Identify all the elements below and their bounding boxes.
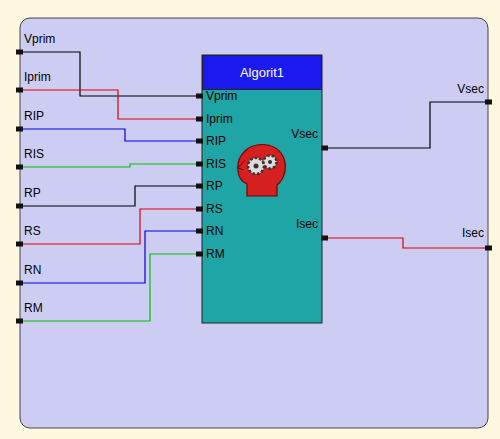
- wire: [20, 209, 202, 244]
- head-nose: [238, 160, 245, 170]
- pin: [321, 236, 328, 241]
- pin-label: RN: [24, 263, 41, 277]
- wire: [20, 129, 202, 141]
- pin: [196, 229, 203, 234]
- pin: [196, 252, 203, 257]
- pin: [16, 204, 23, 209]
- pin: [16, 127, 23, 132]
- gear-hub: [268, 160, 272, 164]
- pin-label: RP: [206, 179, 223, 193]
- pins: [16, 50, 492, 324]
- pin-label: RM: [24, 301, 43, 315]
- pin-label: Vprim: [206, 89, 237, 103]
- wire: [322, 102, 488, 148]
- pin-label: RS: [206, 202, 223, 216]
- brain-icon: [238, 144, 286, 196]
- pin: [16, 165, 23, 170]
- pin-label: Iprim: [24, 70, 51, 84]
- gear: [248, 158, 264, 174]
- wire: [20, 254, 202, 321]
- block-title: Algorit1: [240, 65, 284, 81]
- wire: [20, 90, 202, 119]
- pin: [16, 281, 23, 286]
- pin-label: RIP: [206, 134, 226, 148]
- pin: [321, 146, 328, 151]
- pin-label: RP: [24, 186, 41, 200]
- pin: [196, 162, 203, 167]
- pin-label: RS: [24, 224, 41, 238]
- pin: [196, 184, 203, 189]
- gear-hub: [254, 164, 259, 169]
- wire: [20, 231, 202, 283]
- gear: [264, 156, 277, 169]
- head-profile: [238, 144, 286, 196]
- pin-label: Isec: [296, 217, 318, 231]
- pin-label: Vsec: [291, 127, 318, 141]
- wire: [20, 164, 202, 167]
- block-header: Algorit1: [202, 55, 322, 90]
- pin: [196, 117, 203, 122]
- pin: [16, 88, 23, 93]
- pin-label: RM: [206, 247, 225, 261]
- pin: [196, 207, 203, 212]
- block-body: [202, 55, 322, 323]
- pin-label: Vprim: [24, 32, 55, 46]
- pin-label: Iprim: [206, 112, 233, 126]
- pin: [196, 94, 203, 99]
- pin: [485, 100, 492, 105]
- pin-label: Isec: [462, 226, 484, 240]
- outer-panel: [20, 18, 488, 428]
- pin-label: RIS: [24, 147, 44, 161]
- pin: [196, 139, 203, 144]
- wire: [20, 186, 202, 206]
- pin: [485, 246, 492, 251]
- pin: [16, 50, 23, 55]
- pin-label: RN: [206, 224, 223, 238]
- pin-label: RIP: [24, 109, 44, 123]
- pin-label: RIS: [206, 157, 226, 171]
- pin: [16, 319, 23, 324]
- pin: [16, 242, 23, 247]
- pin-label: Vsec: [457, 82, 484, 96]
- wires: [20, 52, 488, 321]
